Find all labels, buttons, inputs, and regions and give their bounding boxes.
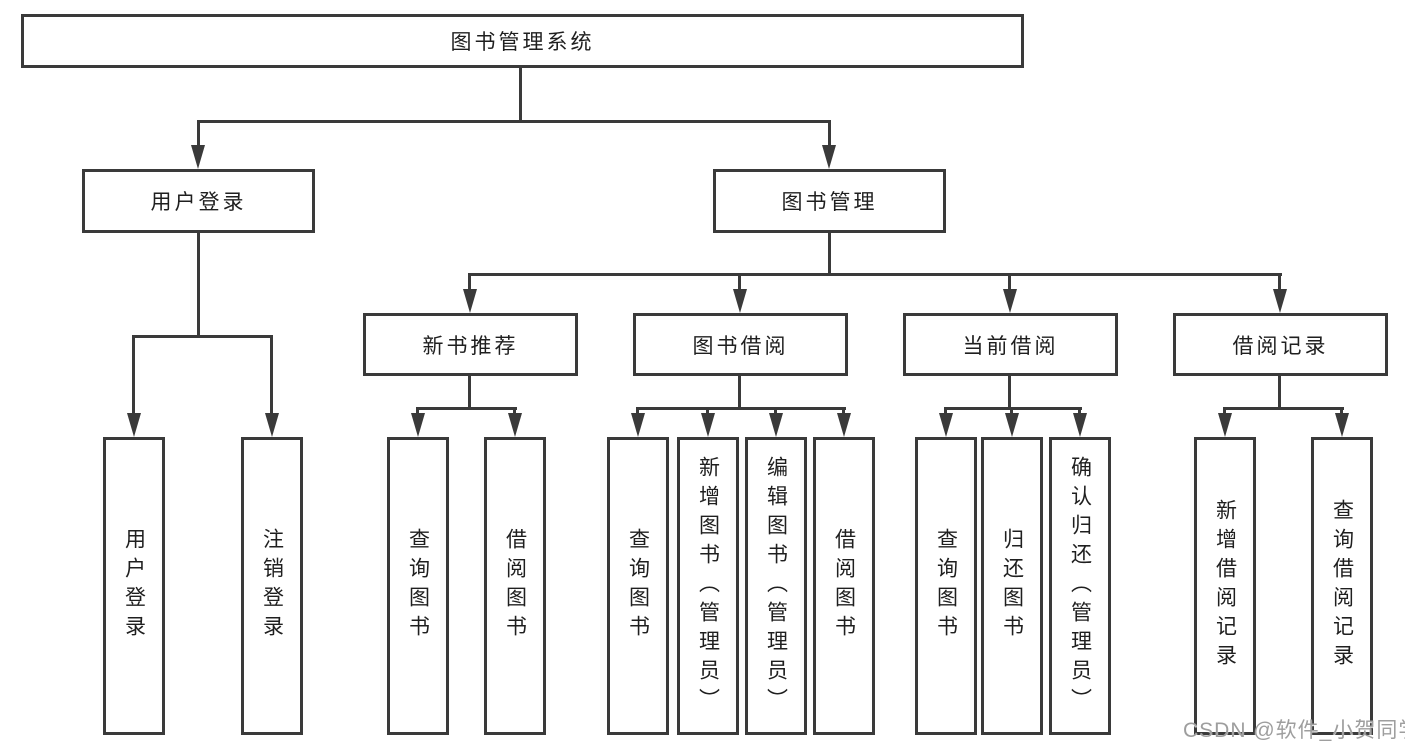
arrow-down-icon	[1273, 289, 1287, 313]
leaf-label: 查询图书	[934, 528, 958, 644]
leaf-add-book-admin: 新增图书（管理员）	[677, 437, 739, 735]
node-label: 新书推荐	[422, 334, 519, 358]
connector-line	[1278, 273, 1281, 291]
leaf-query-books: 查询图书	[387, 437, 449, 735]
connector-line	[828, 233, 831, 273]
connector-line	[944, 407, 947, 416]
connector-line	[774, 407, 777, 416]
leaf-label: 注销登录	[260, 528, 284, 644]
arrow-down-icon	[463, 289, 477, 313]
connector-line	[197, 120, 831, 123]
node-label: 图书管理系统	[450, 31, 595, 54]
connector-line	[1278, 376, 1281, 407]
arrow-down-icon	[733, 289, 747, 313]
leaf-label: 查询图书	[626, 528, 650, 644]
connector-line	[842, 407, 845, 416]
connector-line	[1223, 407, 1344, 410]
arrow-down-icon	[939, 413, 953, 437]
leaf-label: 确认归还（管理员）	[1068, 455, 1092, 717]
leaf-label: 归还图书	[1000, 528, 1024, 644]
node-label: 图书借阅	[692, 334, 789, 358]
leaf-add-borrow-record: 新增借阅记录	[1194, 437, 1256, 735]
leaf-borrow-books: 借阅图书	[484, 437, 546, 735]
connector-line	[1008, 376, 1011, 407]
node-user-login: 用户登录	[82, 169, 315, 233]
arrow-down-icon	[127, 413, 141, 437]
node-label: 借阅记录	[1232, 334, 1329, 358]
node-current-borrow: 当前借阅	[903, 313, 1118, 376]
leaf-label: 新增图书（管理员）	[696, 455, 720, 717]
connector-line	[132, 335, 273, 338]
connector-line	[1340, 407, 1343, 416]
connector-line	[636, 407, 846, 410]
connector-line	[1010, 407, 1013, 416]
arrow-down-icon	[265, 413, 279, 437]
leaf-confirm-return-admin: 确认归还（管理员）	[1049, 437, 1111, 735]
connector-line	[468, 273, 1282, 276]
connector-line	[197, 233, 200, 335]
leaf-label: 新增借阅记录	[1213, 499, 1237, 673]
arrow-down-icon	[1005, 413, 1019, 437]
leaf-label: 用户登录	[122, 528, 146, 644]
node-book-borrow: 图书借阅	[633, 313, 848, 376]
leaf-query-borrow-record: 查询借阅记录	[1311, 437, 1373, 735]
connector-line	[1078, 407, 1081, 416]
leaf-return-book: 归还图书	[981, 437, 1043, 735]
leaf-borrow-books: 借阅图书	[813, 437, 875, 735]
arrow-down-icon	[411, 413, 425, 437]
arrow-down-icon	[1218, 413, 1232, 437]
connector-line	[468, 376, 471, 407]
connector-line	[1008, 273, 1011, 291]
leaf-label: 编辑图书（管理员）	[764, 455, 788, 717]
leaf-label: 借阅图书	[503, 528, 527, 644]
arrow-down-icon	[631, 413, 645, 437]
arrow-down-icon	[508, 413, 522, 437]
node-new-book-recommend: 新书推荐	[363, 313, 578, 376]
arrow-down-icon	[822, 145, 836, 169]
leaf-query-books: 查询图书	[915, 437, 977, 735]
node-root: 图书管理系统	[21, 14, 1024, 68]
connector-line	[636, 407, 639, 416]
arrow-down-icon	[1335, 413, 1349, 437]
connector-line	[132, 335, 135, 415]
connector-line	[519, 68, 522, 120]
connector-line	[828, 120, 831, 148]
leaf-logout: 注销登录	[241, 437, 303, 735]
leaf-query-books: 查询图书	[607, 437, 669, 735]
leaf-label: 查询借阅记录	[1330, 499, 1354, 673]
node-label: 图书管理	[781, 191, 878, 214]
connector-line	[468, 273, 471, 291]
node-label: 当前借阅	[962, 334, 1059, 358]
connector-line	[416, 407, 419, 416]
connector-line	[513, 407, 516, 416]
node-label: 用户登录	[150, 191, 247, 214]
node-book-management: 图书管理	[713, 169, 946, 233]
leaf-user-login: 用户登录	[103, 437, 165, 735]
node-borrow-records: 借阅记录	[1173, 313, 1388, 376]
arrow-down-icon	[191, 145, 205, 169]
arrow-down-icon	[837, 413, 851, 437]
connector-line	[738, 273, 741, 291]
connector-line	[738, 376, 741, 407]
leaf-edit-book-admin: 编辑图书（管理员）	[745, 437, 807, 735]
connector-line	[416, 407, 517, 410]
connector-line	[1223, 407, 1226, 416]
leaf-label: 查询图书	[406, 528, 430, 644]
arrow-down-icon	[1003, 289, 1017, 313]
connector-line	[270, 335, 273, 415]
arrow-down-icon	[769, 413, 783, 437]
arrow-down-icon	[1073, 413, 1087, 437]
connector-line	[944, 407, 1082, 410]
watermark-text: CSDN @软件_小贺同学	[1183, 719, 1405, 742]
leaf-label: 借阅图书	[832, 528, 856, 644]
connector-line	[197, 120, 200, 148]
arrow-down-icon	[701, 413, 715, 437]
connector-line	[706, 407, 709, 416]
